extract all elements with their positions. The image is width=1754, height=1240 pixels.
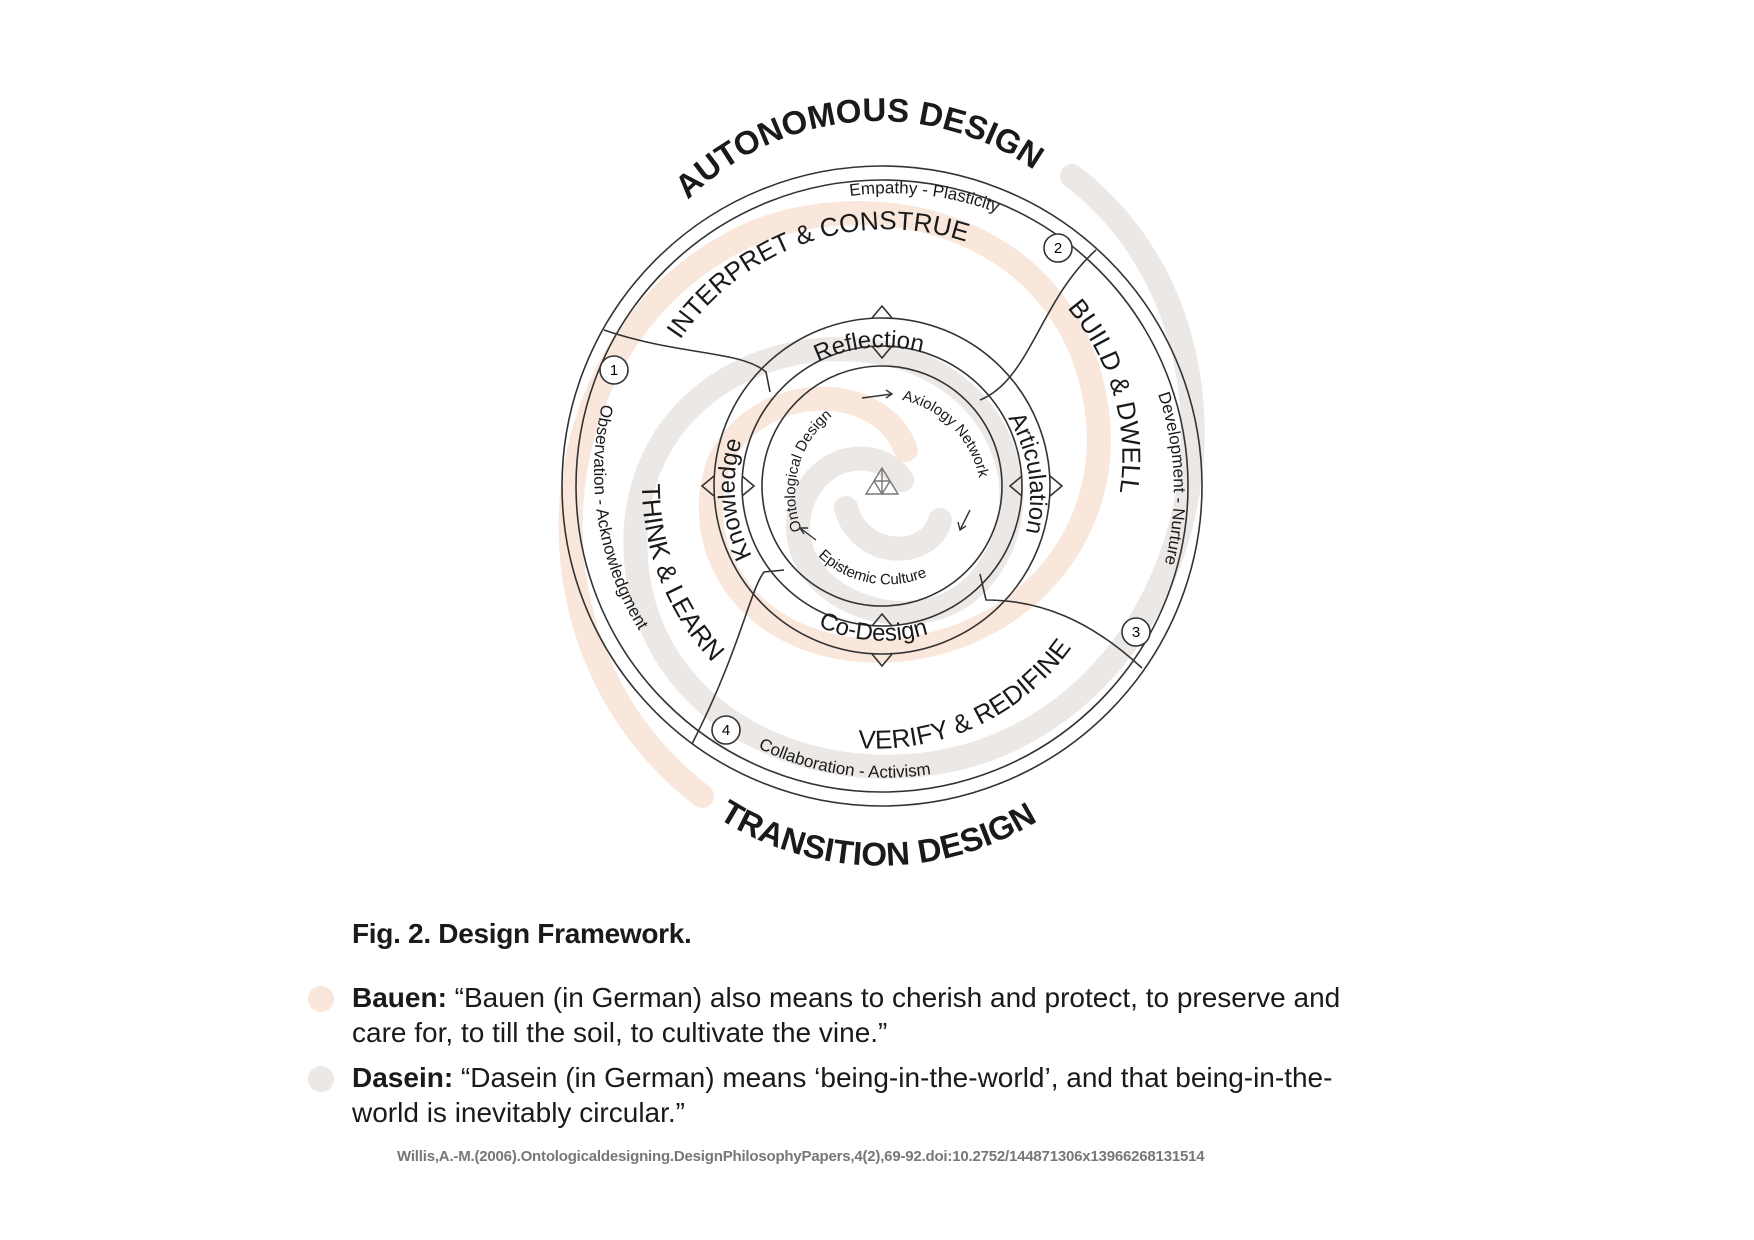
reference-citation: Willis,A.-M.(2006).Ontologicaldesigning.…: [397, 1148, 1205, 1165]
design-framework-diagram: 1 2 3 4 AUTONOMOUS DESIGN TRANSITION DES…: [558, 91, 1205, 873]
legend-item-bauen: Bauen: “Bauen (in German) also means to …: [308, 980, 1392, 1050]
bauen-spiral: [558, 201, 1111, 808]
svg-text:4: 4: [722, 722, 730, 739]
phase-badge-2: 2: [1043, 233, 1073, 263]
svg-text:2: 2: [1054, 240, 1062, 257]
phase-badge-1: 1: [599, 355, 629, 385]
legend-item-dasein: Dasein: “Dasein (in German) means ‘being…: [308, 1060, 1392, 1130]
framework-rings: [561, 165, 1203, 807]
bauen-color-swatch: [308, 986, 334, 1012]
inner-cycle-arrows: [798, 389, 971, 541]
phase-2-label: INTERPRET & CONSTRUE: [660, 205, 973, 343]
legend-term: Dasein:: [352, 1062, 454, 1093]
phase-badge-4: 4: [711, 715, 741, 745]
svg-text:3: 3: [1132, 624, 1140, 641]
phase-badge-3: 3: [1121, 617, 1151, 647]
transition-design-label: TRANSITION DESIGN: [714, 792, 1041, 873]
figure-caption-title: Fig. 2. Design Framework.: [352, 918, 692, 949]
phase-badges: 1 2 3 4: [599, 233, 1151, 745]
center-triangle-icon: [864, 466, 900, 496]
legend-term: Bauen:: [352, 982, 447, 1013]
legend-text: “Dasein (in German) means ‘being-in-the-…: [352, 1062, 1333, 1128]
dasein-color-swatch: [308, 1066, 334, 1092]
legend-text: “Bauen (in German) also means to cherish…: [352, 982, 1341, 1048]
svg-text:1: 1: [610, 362, 618, 379]
